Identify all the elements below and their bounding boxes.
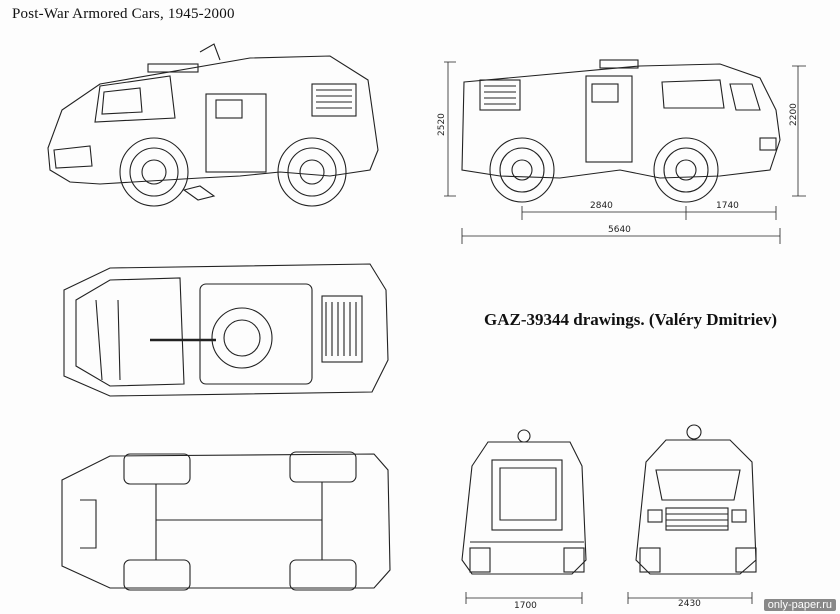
underside-view	[61, 451, 391, 591]
dim-height-total: 2520	[437, 113, 447, 136]
dim-width-front: 2430	[678, 599, 701, 609]
front-view	[635, 424, 757, 575]
rear-view	[461, 429, 587, 575]
side-view-orthographic	[461, 59, 781, 203]
watermark-logo: only-paper.ru	[763, 599, 836, 611]
dim-track-rear: 1700	[514, 601, 537, 611]
dimension-lines	[444, 61, 806, 604]
dim-wheelbase: 2840	[590, 201, 613, 211]
top-view	[63, 263, 389, 397]
dim-height-body: 2200	[789, 103, 799, 126]
dim-length: 5640	[608, 225, 631, 235]
drawing-caption: GAZ-39344 drawings. (Valéry Dmitriev)	[484, 310, 778, 329]
side-view-perspective	[47, 43, 379, 207]
dim-rear-overhang: 1740	[716, 201, 739, 211]
page-header: Post-War Armored Cars, 1945-2000	[12, 6, 235, 22]
